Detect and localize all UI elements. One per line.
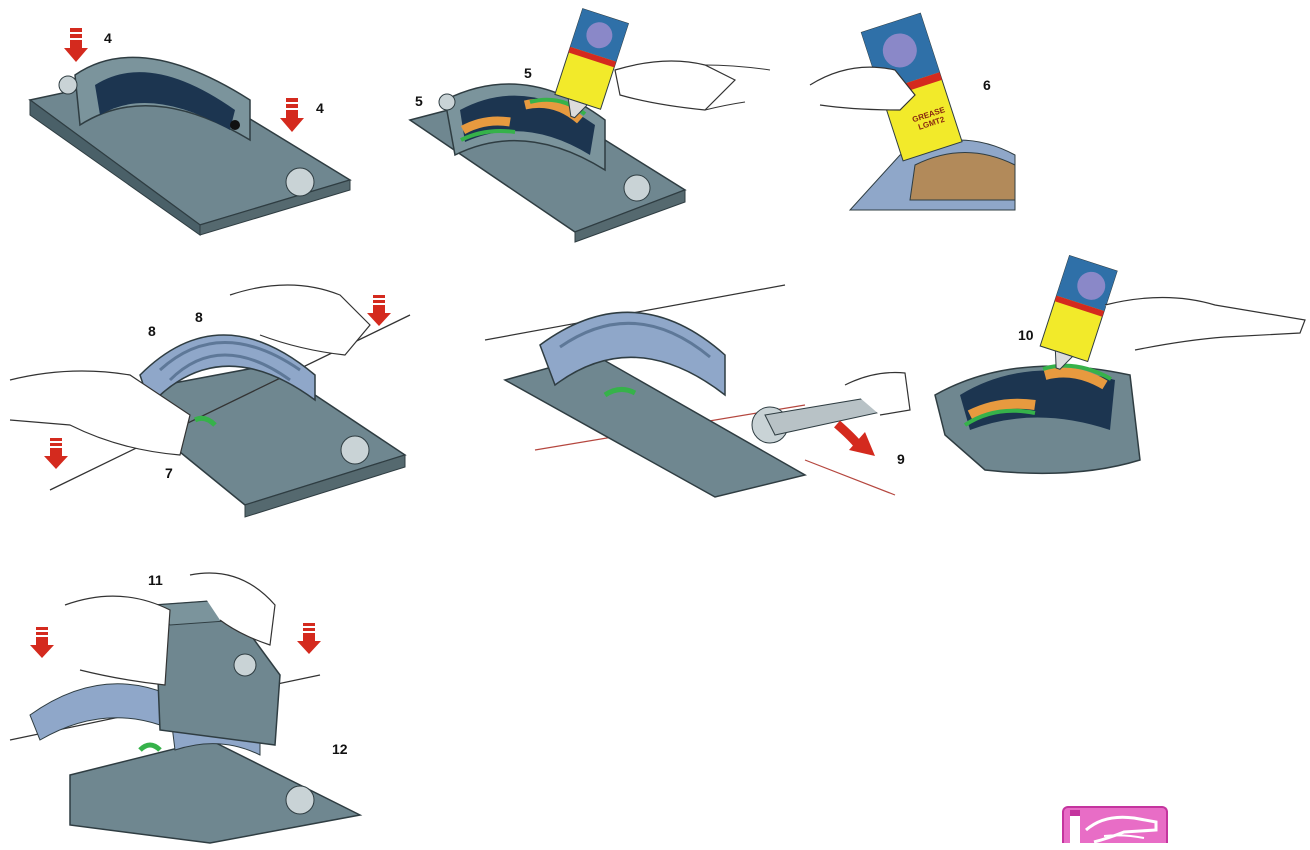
red-arrow-down-icon xyxy=(28,627,58,663)
step-number: 4 xyxy=(104,30,112,46)
step-number: 9 xyxy=(897,451,905,467)
step-number: 11 xyxy=(148,572,163,588)
step-9-panel: 9 xyxy=(485,285,910,500)
step-number: 10 xyxy=(1018,327,1034,343)
housing-grease-illustration xyxy=(405,10,775,235)
step-5-panel: 5 5 xyxy=(405,10,775,235)
step-number: 6 xyxy=(983,77,991,93)
step-number: 5 xyxy=(524,65,532,81)
cap-assembly-illustration xyxy=(10,525,380,843)
step-number: 8 xyxy=(195,309,203,325)
red-arrow-down-icon xyxy=(42,438,72,474)
hand-pointer-icon xyxy=(1064,808,1166,845)
step-number: 8 xyxy=(148,323,156,339)
step-number: 5 xyxy=(415,93,423,109)
red-arrow-down-icon xyxy=(62,28,92,68)
grease-tube-icon xyxy=(1035,256,1117,377)
red-arrow-down-icon xyxy=(295,623,325,659)
hand-pointer-nav-button[interactable] xyxy=(1062,806,1168,843)
cap-grease-illustration xyxy=(925,255,1305,485)
red-curved-arrow-icon xyxy=(835,420,879,460)
step-6-panel: GREASE LGMT2 6 xyxy=(800,15,1030,215)
step-number: 4 xyxy=(316,100,324,116)
red-arrow-down-icon xyxy=(278,98,308,138)
bolt-tighten-illustration xyxy=(485,285,910,500)
step-number: 12 xyxy=(332,741,348,757)
step-4-panel: 4 4 xyxy=(20,30,360,230)
red-arrow-down-icon xyxy=(365,295,395,331)
step-7-8-panel: 8 8 7 xyxy=(10,255,420,510)
step-10-panel: 10 xyxy=(925,255,1305,485)
step-number: 7 xyxy=(165,465,173,481)
step-11-12-panel: 11 12 xyxy=(10,525,380,843)
